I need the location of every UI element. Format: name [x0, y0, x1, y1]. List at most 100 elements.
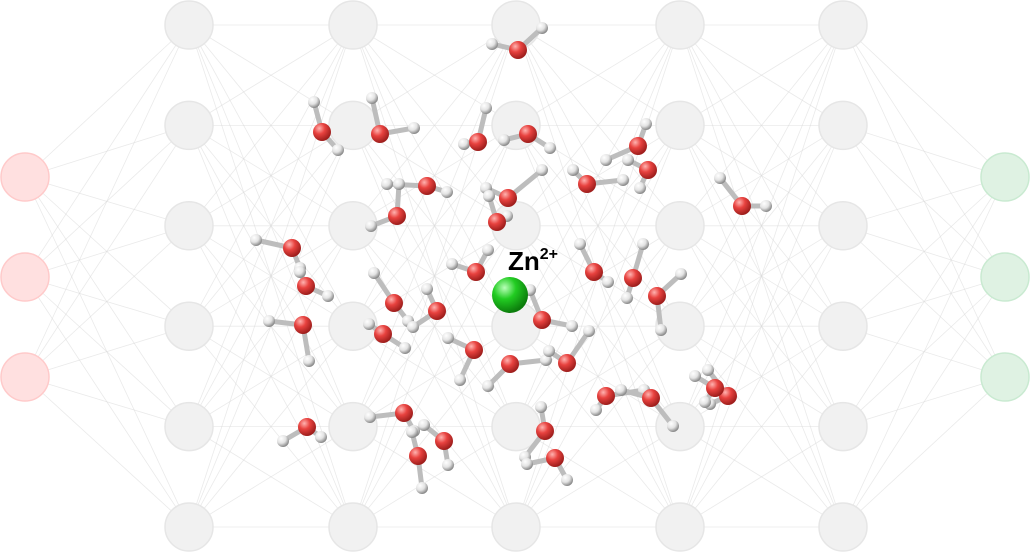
hidden-node [164, 201, 214, 251]
network-edge [515, 325, 681, 528]
oxygen-atom [465, 341, 483, 359]
oxygen-atom [706, 379, 724, 397]
network-edge [188, 426, 354, 528]
network-edge [24, 325, 190, 378]
hydrogen-atom [536, 22, 548, 34]
hydrogen-atom [602, 276, 614, 288]
network-edge [679, 225, 844, 528]
water-molecule [263, 315, 315, 367]
hidden-node [328, 401, 378, 452]
hidden-node [818, 502, 868, 552]
hydrogen-atom [406, 426, 418, 438]
water-molecule [622, 154, 657, 194]
hidden-node [818, 100, 868, 151]
oxygen-atom [297, 277, 315, 295]
oxygen-atom [388, 207, 406, 225]
hydrogen-atom [482, 380, 494, 392]
water-molecule [458, 102, 492, 151]
water-molecule [574, 238, 614, 288]
network-edge [24, 24, 190, 278]
water-molecule [486, 22, 548, 59]
oxygen-atom [733, 197, 751, 215]
hidden-node [164, 301, 214, 351]
network-edge [352, 24, 517, 327]
oxygen-atom [624, 269, 642, 287]
network-edge [352, 24, 517, 427]
oxygen-atom [499, 189, 517, 207]
hydrogen-atom [561, 474, 573, 486]
hydrogen-atom [294, 266, 306, 278]
network-edge [679, 325, 844, 528]
hidden-node [328, 301, 378, 351]
hydrogen-atom [303, 355, 315, 367]
network-edge [679, 24, 844, 227]
water-molecule [689, 370, 724, 408]
hidden-node [655, 301, 705, 351]
hidden-node [164, 0, 214, 50]
hydrogen-atom [250, 234, 262, 246]
hydrogen-atom [332, 144, 344, 156]
network-edge [24, 376, 190, 528]
network-edge [24, 24, 190, 178]
zinc-ion-charge: 2+ [540, 246, 558, 263]
oxygen-atom [374, 325, 392, 343]
hydrogen-atom [277, 435, 289, 447]
water-molecules [250, 22, 772, 494]
hydrogen-atom [363, 318, 375, 330]
hydrogen-atom [486, 38, 498, 50]
network-edge [679, 24, 844, 126]
output-node [980, 352, 1030, 402]
hydrogen-atom [322, 290, 334, 302]
hydrogen-atom [590, 404, 602, 416]
oxygen-atom [428, 302, 446, 320]
hydrogen-atom [566, 320, 578, 332]
hydrogen-atom [368, 267, 380, 279]
hydrogen-atom [667, 420, 679, 432]
hydrogen-atom [441, 186, 453, 198]
zinc-ion-label: Zn2+ [508, 246, 558, 276]
hydrogen-atom [315, 431, 327, 443]
network-edge [24, 225, 190, 378]
hydrogen-atom [418, 419, 430, 431]
hydrogen-atom [760, 200, 772, 212]
water-molecule [648, 268, 687, 336]
zinc-atom [492, 277, 528, 313]
network-edge [352, 426, 517, 528]
oxygen-atom [488, 213, 506, 231]
output-node [980, 252, 1030, 302]
water-molecule [615, 384, 679, 432]
hydrogen-atom [574, 238, 586, 250]
hydrogen-atom [407, 321, 419, 333]
water-molecule [621, 238, 649, 304]
hydrogen-atom [536, 164, 548, 176]
oxygen-atom [283, 239, 301, 257]
hydrogen-atom [615, 384, 627, 396]
hydrogen-atom [699, 396, 711, 408]
network-edge [24, 376, 190, 427]
network-edge [679, 24, 844, 427]
oxygen-atom [294, 316, 312, 334]
water-molecule [363, 318, 411, 354]
network-edge [352, 325, 517, 528]
hydrogen-atom [366, 92, 378, 104]
hydrogen-atom [543, 345, 555, 357]
network-edge [352, 24, 517, 227]
hydrogen-atom [498, 134, 510, 146]
network-edge [515, 24, 681, 327]
water-molecule [714, 172, 772, 215]
hydrogen-atom [442, 332, 454, 344]
network-edges [24, 24, 1006, 528]
network-edge [188, 325, 354, 528]
water-molecule [368, 267, 414, 327]
network-edge [24, 24, 190, 378]
network-edge [515, 24, 681, 227]
hidden-node [328, 0, 378, 50]
hydrogen-atom [600, 154, 612, 166]
hydrogen-atom [399, 342, 411, 354]
input-node [0, 252, 50, 302]
hydrogen-atom [640, 118, 652, 130]
hidden-node [655, 401, 705, 452]
hydrogen-atom [421, 283, 433, 295]
network-edge [515, 24, 681, 126]
